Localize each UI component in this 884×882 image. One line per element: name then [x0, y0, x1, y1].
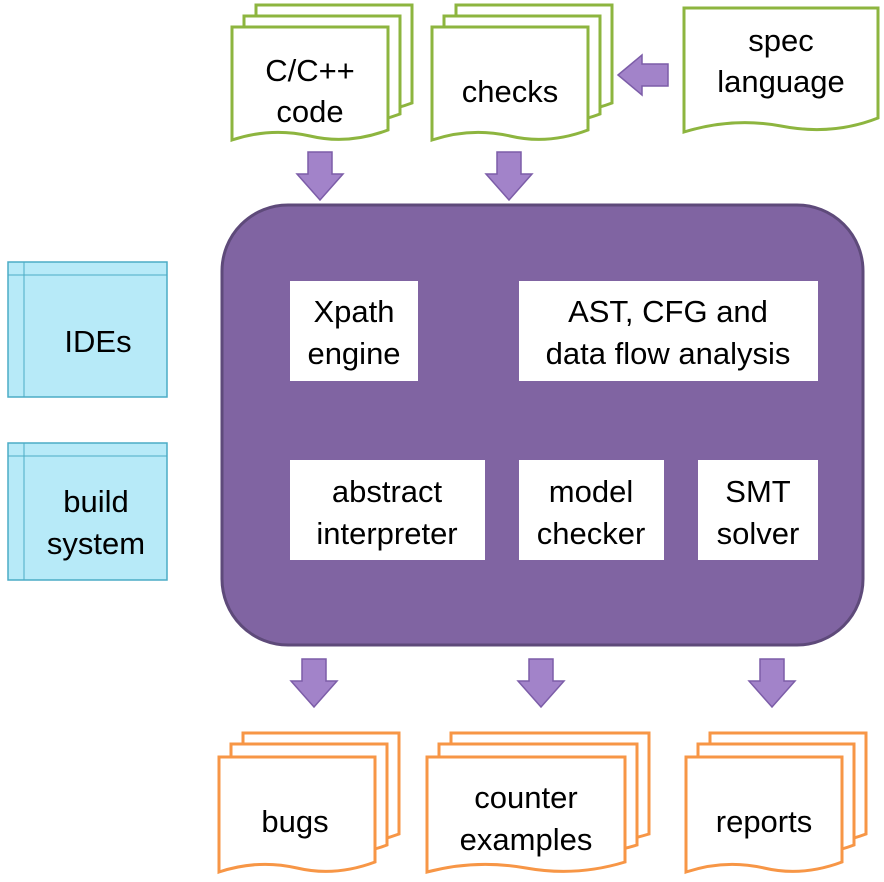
side-box-label-line: build	[63, 484, 129, 519]
component-label-line: SMT	[725, 474, 791, 509]
side-box-build-system: build system	[7, 442, 168, 581]
doc-page-front	[684, 755, 844, 875]
component-smt-solver: SMT solver	[698, 460, 818, 560]
doc-page-front	[430, 25, 590, 143]
side-box-ides: IDEs	[7, 261, 168, 398]
component-box	[290, 460, 485, 560]
doc-label-line: code	[276, 94, 343, 129]
component-label-line: data flow analysis	[546, 336, 791, 371]
input-doc-spec-language: spec language	[682, 6, 880, 135]
doc-label-line: bugs	[261, 804, 328, 839]
component-label-line: engine	[307, 336, 400, 371]
doc-page-front	[217, 755, 377, 875]
doc-label-line: C/C++	[265, 53, 355, 88]
component-model-checker: model checker	[519, 460, 664, 560]
component-abstract-interpreter: abstract interpreter	[290, 460, 485, 560]
arrow-down-icon	[747, 658, 797, 709]
output-doc-bugs: bugs	[217, 731, 401, 875]
doc-page-single	[682, 6, 880, 135]
arrow-down-icon	[484, 151, 534, 202]
component-label-line: Xpath	[313, 294, 394, 329]
component-box	[519, 460, 664, 560]
arrow-down-icon	[516, 658, 566, 709]
component-box	[519, 281, 818, 381]
component-label-line: solver	[717, 516, 800, 551]
component-ast-cfg-dataflow: AST, CFG and data flow analysis	[519, 281, 818, 381]
input-doc-code: C/C++ code	[230, 3, 414, 143]
arrow-down-icon	[295, 151, 345, 202]
doc-label-line: spec	[748, 23, 813, 58]
analysis-engine-container	[220, 203, 865, 647]
component-box	[698, 460, 818, 560]
output-doc-counter-examples: counter examples	[425, 731, 651, 874]
component-xpath-engine: Xpath engine	[290, 281, 418, 381]
doc-label-line: language	[717, 64, 845, 99]
doc-label-line: counter	[474, 780, 577, 815]
arrow-down-icon	[289, 658, 339, 709]
side-box-frame	[7, 442, 168, 581]
doc-label-line: reports	[716, 804, 812, 839]
arrow-left-icon	[616, 53, 669, 97]
output-doc-reports: reports	[684, 731, 868, 875]
side-box-frame	[7, 261, 168, 398]
input-doc-checks: checks	[430, 3, 614, 143]
component-label-line: checker	[537, 516, 646, 551]
component-label-line: abstract	[332, 474, 443, 509]
side-box-label-line: IDEs	[64, 324, 131, 359]
component-label-line: interpreter	[316, 516, 457, 551]
doc-label-line: examples	[460, 822, 593, 857]
side-box-label-line: system	[47, 526, 145, 561]
component-label-line: AST, CFG and	[568, 294, 768, 329]
component-label-line: model	[549, 474, 633, 509]
doc-page-front	[230, 25, 390, 143]
component-box	[290, 281, 418, 381]
doc-page-front	[425, 755, 627, 874]
doc-label-line: checks	[462, 74, 558, 109]
